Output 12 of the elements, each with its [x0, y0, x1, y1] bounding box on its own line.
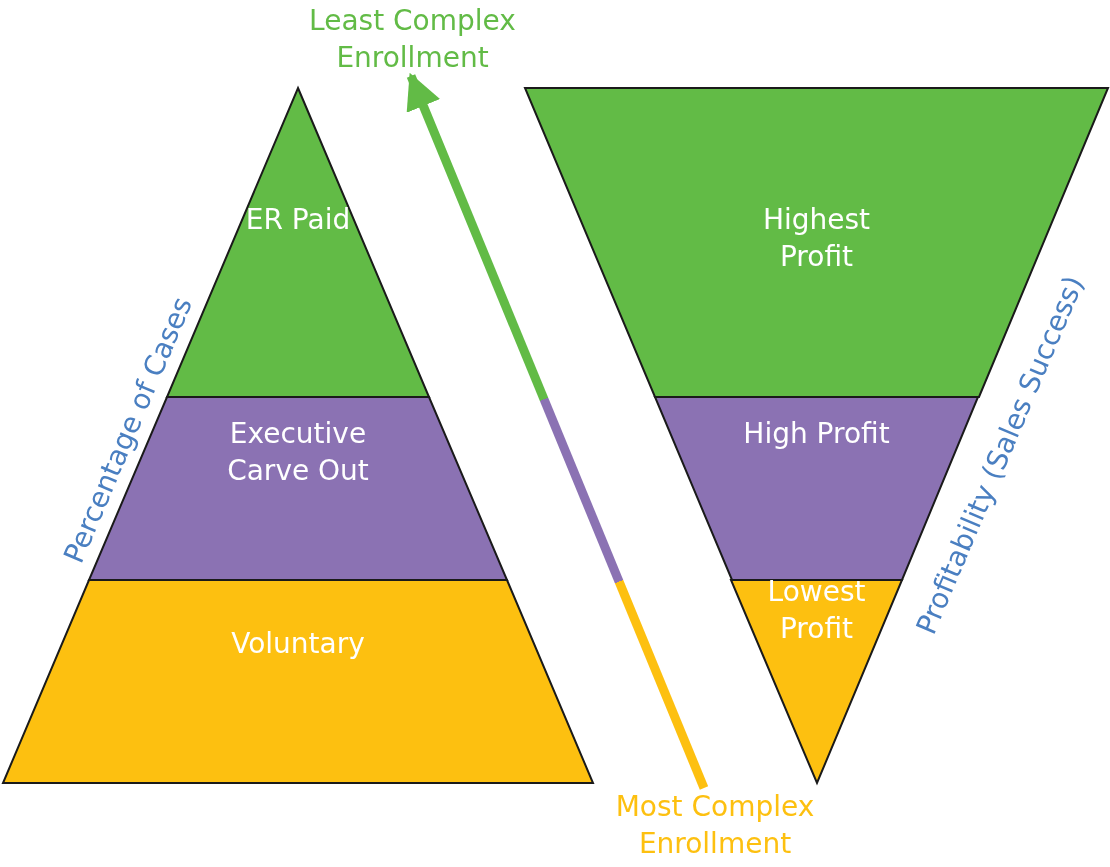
tier-label: ER Paid: [244, 202, 352, 238]
pyramid-tier: [525, 88, 1108, 397]
tier-label: Highest Profit: [761, 202, 872, 275]
annotation-text: Most Complex Enrollment: [545, 788, 885, 862]
pyramid-tier: [3, 580, 593, 783]
tier-label: Voluntary: [230, 626, 366, 662]
annotation-text: Least Complex Enrollment: [245, 2, 580, 74]
tier-label: Lowest Profit: [766, 574, 867, 647]
tier-label: High Profit: [742, 416, 891, 452]
tier-label: Executive Carve Out: [226, 416, 370, 489]
arrow: [406, 72, 709, 790]
pyramid-tier: [731, 580, 902, 783]
